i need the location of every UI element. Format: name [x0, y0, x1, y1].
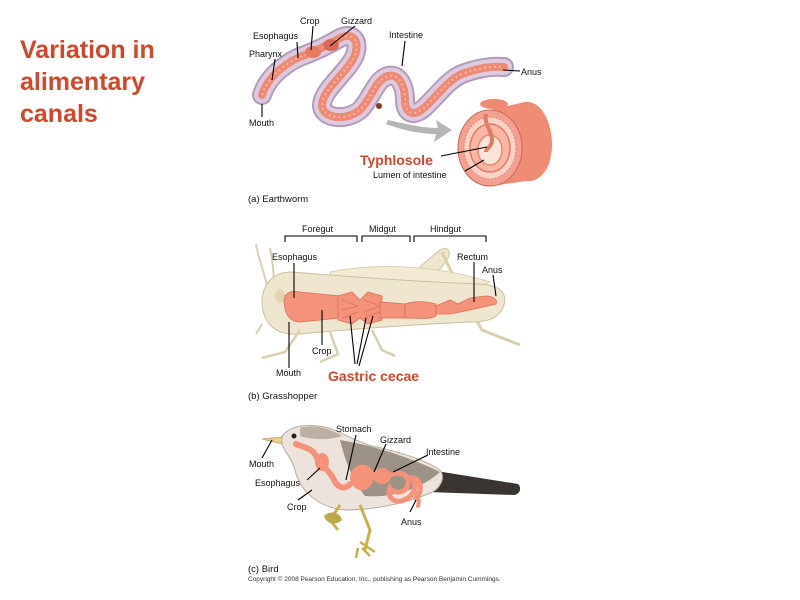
grasshopper-label-hindgut: Hindgut — [430, 224, 462, 234]
grasshopper-label-foregut: Foregut — [302, 224, 334, 234]
hindgut-bracket — [413, 235, 487, 242]
grasshopper-label-anus: Anus — [482, 265, 503, 275]
midgut-bracket — [361, 235, 411, 242]
foregut-bracket — [284, 235, 358, 242]
title-line-3: canals — [20, 100, 98, 128]
grasshopper-label-mouth: Mouth — [276, 368, 301, 378]
bird-label-intestine: Intestine — [426, 447, 460, 457]
grasshopper-label-gastric-cecae: Gastric cecae — [328, 368, 419, 384]
bird-label-crop: Crop — [287, 502, 307, 512]
earthworm-cross-section — [457, 99, 552, 187]
title-line-1: Variation in — [20, 36, 155, 64]
bird-gut — [293, 441, 423, 508]
bird-label-gizzard: Gizzard — [380, 435, 411, 445]
grasshopper-label-crop: Crop — [312, 346, 332, 356]
earthworm-label-crop: Crop — [300, 16, 320, 26]
earthworm-panel: Crop Gizzard Esophagus Intestine Pharynx… — [248, 16, 552, 205]
grasshopper-label-rectum: Rectum — [457, 252, 488, 262]
earthworm-label-esophagus: Esophagus — [253, 31, 299, 41]
bird-panel: Stomach Gizzard Intestine Mouth Esophagu… — [248, 424, 521, 575]
bird-label-mouth: Mouth — [249, 459, 274, 469]
earthworm-label-intestine: Intestine — [389, 30, 423, 40]
bird-label-esophagus: Esophagus — [255, 478, 301, 488]
title-line-2: alimentary — [20, 68, 146, 96]
earthworm-label-mouth: Mouth — [249, 118, 274, 128]
grasshopper-panel: Foregut Midgut Hindgut Esophagus Rectum … — [248, 224, 521, 402]
earthworm-section-arrow — [386, 120, 452, 142]
grasshopper-caption: (b) Grasshopper — [248, 391, 317, 402]
earthworm-label-gizzard: Gizzard — [341, 16, 372, 26]
earthworm-crop — [305, 46, 321, 58]
bird-caption: (c) Bird — [248, 564, 279, 575]
bird-tail — [428, 470, 521, 495]
grasshopper-gut — [283, 290, 497, 325]
copyright-notice: Copyright © 2008 Pearson Education, Inc.… — [248, 575, 501, 583]
earthworm-label-typhlosole: Typhlosole — [360, 152, 433, 168]
earthworm-label-pharynx: Pharynx — [249, 49, 283, 59]
bird-label-stomach: Stomach — [336, 424, 372, 434]
grasshopper-label-esophagus: Esophagus — [272, 252, 318, 262]
earthworm-label-anus: Anus — [521, 67, 542, 77]
earthworm-label-lumen: Lumen of intestine — [373, 170, 447, 180]
slide-title: Variation in alimentary canals — [20, 34, 220, 130]
bird-label-anus: Anus — [401, 517, 422, 527]
earthworm-caption: (a) Earthworm — [248, 194, 308, 205]
grasshopper-label-midgut: Midgut — [369, 224, 397, 234]
